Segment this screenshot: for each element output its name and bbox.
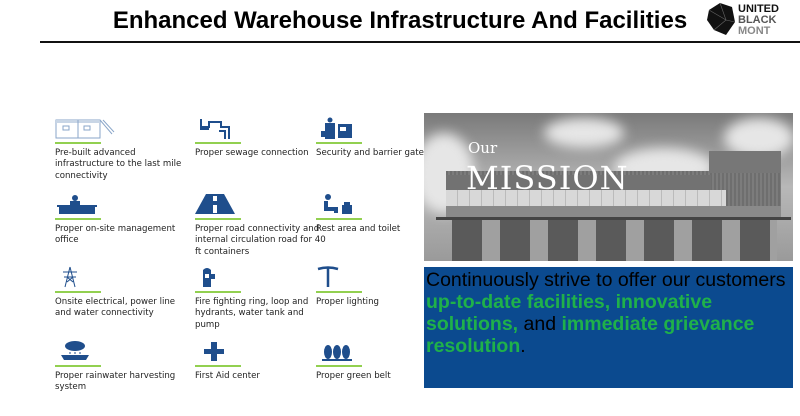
title-divider	[40, 41, 800, 43]
facility-item: Proper rainwater harvesting system	[55, 340, 190, 394]
street-light-icon	[317, 266, 339, 287]
facility-item: Security and barrier gate	[316, 117, 451, 159]
prefab-building-icon	[55, 119, 115, 139]
mission-highlight-2: immediate grievance resolution	[426, 313, 755, 357]
power-tower-icon	[63, 266, 77, 288]
accent-underline	[316, 291, 362, 293]
accent-underline	[55, 291, 101, 293]
logo-line-3: MONT	[738, 25, 771, 37]
facility-label: Onsite electrical, power line and water …	[55, 296, 176, 319]
page-title: Enhanced Warehouse Infrastructure And Fa…	[112, 7, 688, 34]
logo-line-1: UNITED	[738, 3, 779, 15]
facility-item: Proper sewage connection	[195, 117, 330, 159]
mission-highlight-1: up-to-date facilities, innovative soluti…	[426, 291, 713, 335]
logo-rock-icon	[707, 2, 736, 35]
facility-item: Rest area and toilet	[316, 193, 451, 235]
accent-underline	[316, 218, 362, 220]
facility-label: Pre-built advanced infrastructure to the…	[55, 147, 182, 181]
facility-item: Onsite electrical, power line and water …	[55, 266, 190, 320]
facility-label: Security and barrier gate	[316, 147, 424, 158]
mission-title: MISSION	[466, 159, 629, 197]
facility-item: Proper road connectivity and internal ci…	[195, 193, 330, 258]
accent-underline	[316, 142, 362, 144]
facility-label: Fire fighting ring, loop and hydrants, w…	[195, 296, 309, 330]
accent-underline	[55, 218, 101, 220]
mission-our-text: Our	[468, 139, 498, 157]
security-guard-icon	[321, 117, 352, 139]
office-desk-icon	[57, 195, 97, 214]
accent-underline	[316, 365, 362, 367]
facility-label: Proper on-site management office	[55, 223, 176, 246]
facility-label: Proper sewage connection	[195, 147, 309, 158]
mission-statement: Continuously strive to offer our custome…	[424, 267, 793, 388]
mission-photo: Our MISSION	[424, 113, 793, 261]
accent-underline	[55, 365, 101, 367]
accent-underline	[195, 365, 241, 367]
road-icon	[195, 194, 235, 214]
accent-underline	[195, 291, 241, 293]
fire-hydrant-icon	[203, 268, 215, 287]
facility-item: Proper lighting	[316, 266, 451, 308]
accent-underline	[55, 142, 101, 144]
facility-label: Proper lighting	[316, 296, 379, 307]
facility-item: First Aid center	[195, 340, 330, 382]
logo-line-2: BLACK	[738, 14, 777, 26]
rainwater-icon	[61, 341, 89, 360]
facility-label: First Aid center	[195, 370, 260, 381]
mission-text-1: Continuously strive to offer our custome…	[426, 269, 786, 291]
mission-text-2: and	[518, 313, 562, 335]
accent-underline	[195, 142, 241, 144]
facility-item: Fire fighting ring, loop and hydrants, w…	[195, 266, 330, 331]
sewage-pipe-icon	[200, 119, 230, 139]
accent-underline	[195, 218, 241, 220]
facility-label: Proper rainwater harvesting system	[55, 370, 176, 393]
first-aid-icon	[204, 342, 224, 361]
facility-item: Pre-built advanced infrastructure to the…	[55, 117, 190, 182]
facility-item: Proper green belt	[316, 340, 451, 382]
facility-item: Proper on-site management office	[55, 193, 190, 247]
trees-icon	[322, 345, 352, 361]
facility-label: Proper green belt	[316, 370, 391, 381]
facility-label: Proper road connectivity and internal ci…	[195, 223, 326, 257]
mission-text-3: .	[520, 335, 526, 357]
facility-label: Rest area and toilet	[316, 223, 401, 234]
rest-area-icon	[324, 194, 352, 214]
